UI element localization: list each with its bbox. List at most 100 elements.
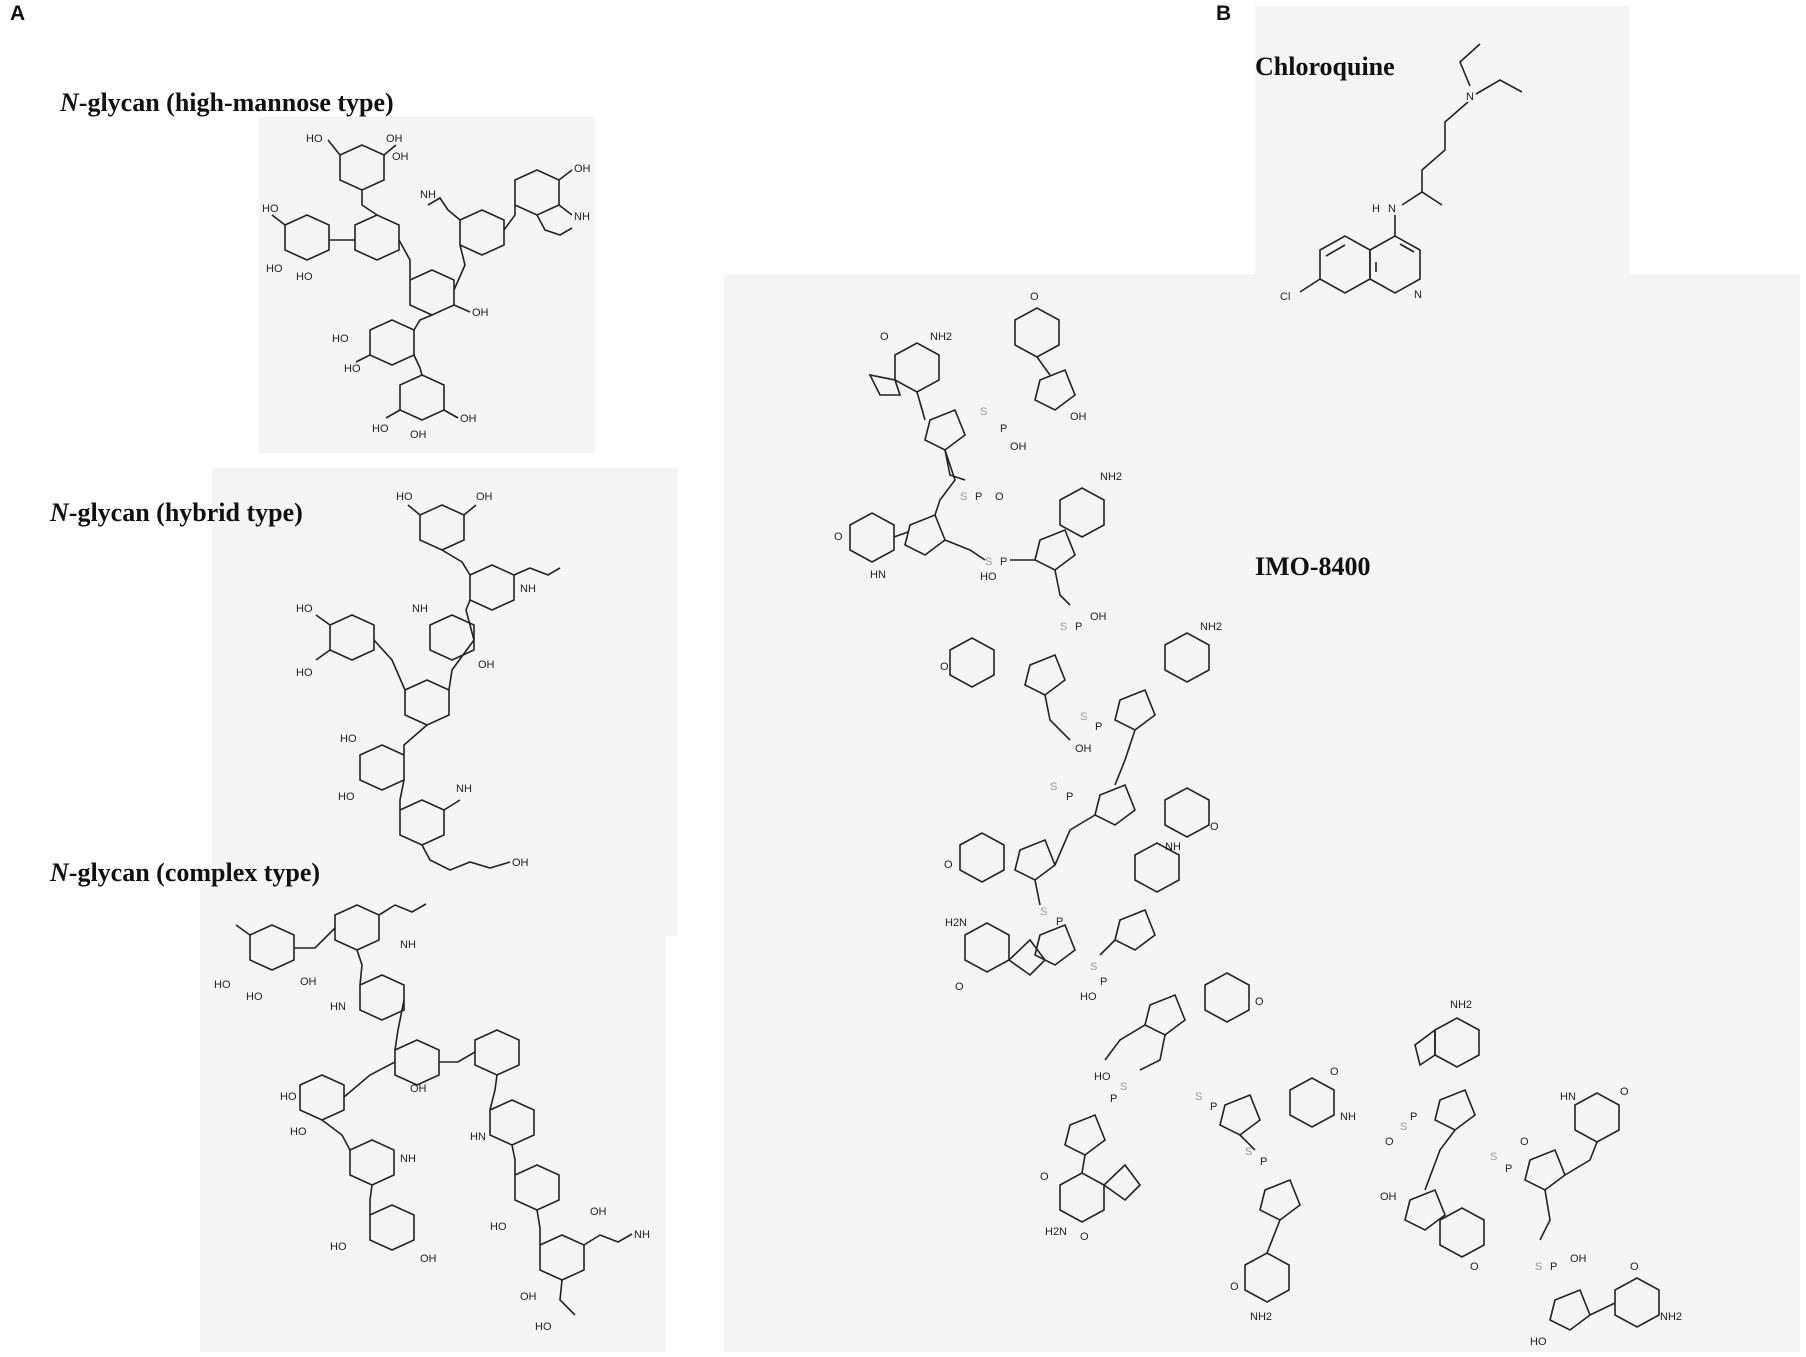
- svg-text:S: S: [980, 406, 987, 418]
- svg-text:NH2: NH2: [1100, 471, 1122, 483]
- svg-text:P: P: [1550, 1261, 1557, 1273]
- svg-text:S: S: [1245, 1146, 1252, 1158]
- svg-text:Cl: Cl: [1280, 291, 1290, 303]
- svg-text:OH: OH: [574, 163, 591, 175]
- imo-8400-structure-background: [724, 274, 1800, 1352]
- svg-text:NH2: NH2: [930, 331, 952, 343]
- svg-text:HO: HO: [1080, 991, 1097, 1003]
- svg-text:HN: HN: [470, 1131, 486, 1143]
- title-high-mannose: N-glycan (high-mannose type): [60, 88, 394, 117]
- svg-text:H2N: H2N: [945, 917, 967, 929]
- svg-text:S: S: [1535, 1261, 1542, 1273]
- svg-text:O: O: [1210, 821, 1219, 833]
- svg-text:HO: HO: [280, 1091, 297, 1103]
- svg-text:H: H: [1372, 203, 1380, 215]
- svg-text:HO: HO: [332, 333, 349, 345]
- svg-text:P: P: [1066, 791, 1073, 803]
- svg-text:HO: HO: [296, 271, 313, 283]
- svg-text:O: O: [1255, 996, 1264, 1008]
- svg-text:O: O: [995, 491, 1004, 503]
- svg-text:S: S: [1040, 906, 1047, 918]
- svg-text:P: P: [1095, 721, 1102, 733]
- svg-text:O: O: [1330, 1066, 1339, 1078]
- svg-text:N: N: [1414, 289, 1422, 301]
- high-mannose-structure-background: [258, 117, 595, 453]
- svg-text:OH: OH: [300, 976, 317, 988]
- svg-text:OH: OH: [1010, 441, 1027, 453]
- svg-text:NH: NH: [420, 189, 436, 201]
- svg-text:NH2: NH2: [1200, 621, 1222, 633]
- svg-text:OH: OH: [1090, 611, 1107, 623]
- svg-text:HO: HO: [490, 1221, 507, 1233]
- svg-text:O: O: [955, 981, 964, 993]
- title-complex: N-glycan (complex type): [50, 858, 321, 887]
- svg-text:S: S: [1400, 1121, 1407, 1133]
- svg-text:OH: OH: [472, 307, 489, 319]
- svg-text:P: P: [1210, 1101, 1217, 1113]
- svg-text:S: S: [985, 556, 992, 568]
- svg-text:S: S: [1080, 711, 1087, 723]
- svg-text:P: P: [1056, 916, 1063, 928]
- svg-text:OH: OH: [1570, 1253, 1587, 1265]
- svg-text:HO: HO: [338, 791, 355, 803]
- svg-text:HO: HO: [1094, 1071, 1111, 1083]
- svg-text:O: O: [1520, 1136, 1529, 1148]
- svg-text:P: P: [1000, 556, 1007, 568]
- svg-text:HO: HO: [344, 363, 361, 375]
- svg-text:HN: HN: [330, 1001, 346, 1013]
- svg-text:NH: NH: [400, 939, 416, 951]
- imo-8400-structure: NH2 O S P OH O OH S P O O HN S P HO NH2 …: [834, 291, 1682, 1348]
- svg-text:NH2: NH2: [1660, 1311, 1682, 1323]
- svg-text:NH: NH: [1165, 841, 1181, 853]
- svg-text:O: O: [1230, 1281, 1239, 1293]
- svg-text:P: P: [975, 491, 982, 503]
- svg-text:O: O: [1030, 291, 1039, 303]
- svg-text:HN: HN: [870, 569, 886, 581]
- svg-text:HO: HO: [262, 203, 279, 215]
- svg-text:NH2: NH2: [1450, 999, 1472, 1011]
- svg-text:O: O: [1080, 1231, 1089, 1243]
- svg-text:S: S: [1050, 781, 1057, 793]
- chloroquine-structure-background: [1255, 6, 1629, 296]
- svg-text:HO: HO: [1530, 1336, 1547, 1348]
- svg-text:HO: HO: [266, 263, 283, 275]
- complex-structure-background: [200, 870, 666, 1352]
- svg-text:P: P: [1110, 1093, 1117, 1105]
- svg-text:NH: NH: [520, 583, 536, 595]
- svg-text:P: P: [1260, 1156, 1267, 1168]
- svg-text:OH: OH: [1070, 411, 1087, 423]
- high-mannose-glycan-structure: HO OH OH HO HO HO OH NH NH OH HO HO OH H…: [262, 133, 591, 441]
- panel-letter-a: A: [10, 2, 26, 25]
- svg-text:HO: HO: [340, 733, 357, 745]
- svg-text:HO: HO: [396, 491, 413, 503]
- svg-text:P: P: [1000, 423, 1007, 435]
- svg-text:HO: HO: [296, 667, 313, 679]
- svg-text:OH: OH: [520, 1291, 537, 1303]
- svg-text:HO: HO: [330, 1241, 347, 1253]
- svg-text:O: O: [944, 859, 953, 871]
- svg-text:HO: HO: [980, 571, 997, 583]
- svg-text:HN: HN: [1560, 1091, 1576, 1103]
- svg-text:NH: NH: [1340, 1111, 1356, 1123]
- svg-text:HO: HO: [296, 603, 313, 615]
- svg-text:HO: HO: [246, 991, 263, 1003]
- panel-letter-b: B: [1216, 2, 1232, 25]
- svg-text:NH: NH: [574, 211, 590, 223]
- svg-text:P: P: [1410, 1111, 1417, 1123]
- svg-text:O: O: [1385, 1136, 1394, 1148]
- svg-text:S: S: [1090, 961, 1097, 973]
- title-imo-8400: IMO-8400: [1255, 552, 1371, 581]
- svg-text:OH: OH: [476, 491, 493, 503]
- svg-text:OH: OH: [386, 133, 403, 145]
- title-hybrid: N-glycan (hybrid type): [50, 498, 303, 527]
- svg-text:P: P: [1100, 976, 1107, 988]
- svg-text:S: S: [1490, 1151, 1497, 1163]
- svg-text:NH: NH: [634, 1229, 650, 1241]
- svg-text:S: S: [960, 491, 967, 503]
- svg-text:HO: HO: [214, 979, 231, 991]
- svg-text:NH2: NH2: [1250, 1311, 1272, 1323]
- svg-text:O: O: [834, 531, 843, 543]
- hybrid-glycan-structure: HO OH NH NH HO HO OH HO HO NH OH: [296, 491, 561, 871]
- svg-text:HO: HO: [306, 133, 323, 145]
- svg-text:P: P: [1075, 621, 1082, 633]
